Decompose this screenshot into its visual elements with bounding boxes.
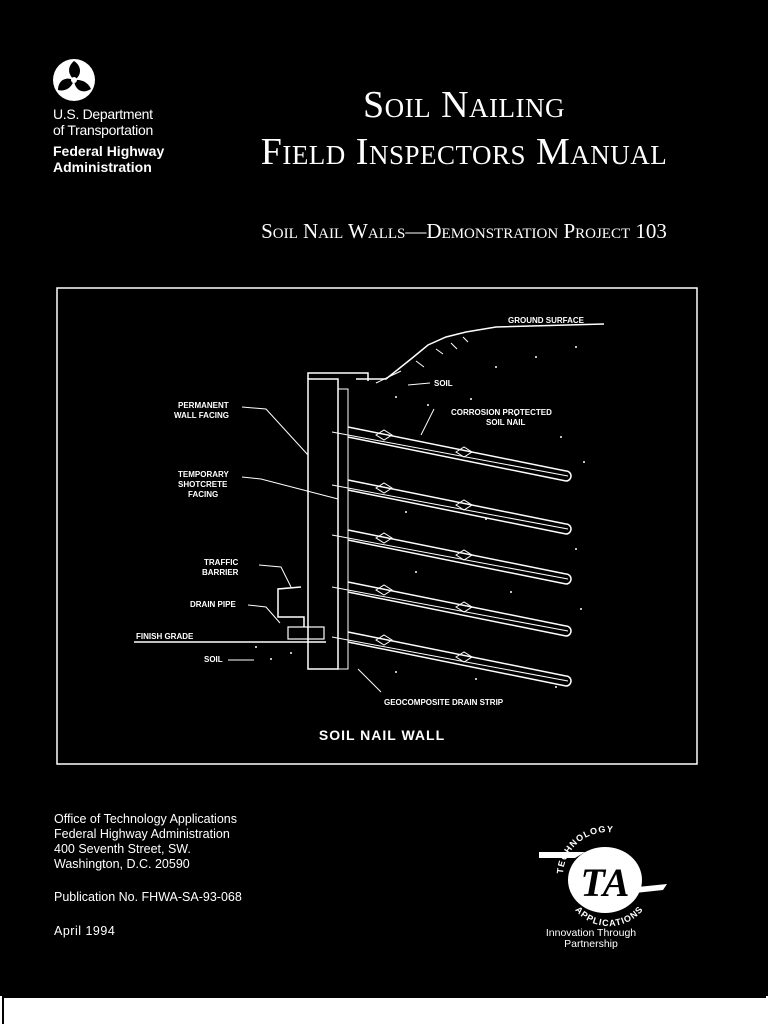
address-line: Office of Technology Applications <box>54 812 237 826</box>
office-address: Office of Technology Applications Federa… <box>54 812 237 872</box>
tagline-line: Partnership <box>564 938 618 950</box>
ground-surface-label: GROUND SURFACE <box>508 316 585 325</box>
agency-name: U.S. Department of Transportation Federa… <box>53 106 164 175</box>
figure-border <box>56 287 698 765</box>
leader-lines <box>228 382 435 693</box>
next-page-edge <box>2 996 766 1024</box>
traffic-barrier-label: BARRIER <box>202 568 239 577</box>
soil-nail <box>331 529 572 585</box>
soil-nail <box>331 581 572 637</box>
agency-line: Administration <box>53 159 152 175</box>
manual-subtitle: Soil Nail Walls—Demonstration Project 10… <box>261 219 667 243</box>
ground-texture <box>375 336 469 384</box>
publication-date: April 1994 <box>54 924 116 938</box>
permanent-facing-label: WALL FACING <box>174 411 229 420</box>
manual-title: Soil Nailing Field Inspectors Manual <box>200 82 728 176</box>
temporary-facing-label: TEMPORARY <box>178 470 229 479</box>
soil-nail <box>331 426 572 482</box>
title-line: Field Inspectors Manual <box>260 131 668 173</box>
geocomposite-label: GEOCOMPOSITE DRAIN STRIP <box>384 698 504 707</box>
agency-line: of Transportation <box>53 122 153 138</box>
dot-triskelion-icon <box>53 59 95 101</box>
figure-caption: SOIL NAIL WALL <box>319 727 445 743</box>
figure-labels: GROUND SURFACE SOIL CORROSION PROTECTED … <box>136 316 585 707</box>
soil-nails <box>331 426 572 687</box>
permanent-facing-label: PERMANENT <box>178 401 229 410</box>
tagline-line: Innovation Through <box>545 927 637 939</box>
publication-number: Publication No. FHWA-SA-93-068 <box>54 890 242 904</box>
drain-pipe-label: DRAIN PIPE <box>190 600 236 609</box>
seal-disc <box>568 847 642 913</box>
soil-nail <box>331 479 572 535</box>
seal-swoosh <box>625 884 667 894</box>
soil-stipple <box>255 346 585 688</box>
agency-line: U.S. Department <box>53 106 153 122</box>
soil-nail-wall-diagram: GROUND SURFACE SOIL CORROSION PROTECTED … <box>56 287 698 765</box>
soil-bottom-label: SOIL <box>204 655 223 664</box>
temporary-facing-label: FACING <box>188 490 218 499</box>
traffic-barrier <box>277 586 305 627</box>
finish-grade-label: FINISH GRADE <box>136 632 194 641</box>
drain-pipe <box>287 626 325 640</box>
address-line: Federal Highway Administration <box>54 827 230 841</box>
permanent-facing <box>307 378 339 670</box>
temporary-facing-label: SHOTCRETE <box>178 480 228 489</box>
shotcrete-facing <box>337 388 349 670</box>
seal-letters: TA <box>581 860 630 905</box>
agency-line: Federal Highway <box>53 143 165 159</box>
soil-top-label: SOIL <box>434 379 453 388</box>
title-line: Soil Nailing <box>362 84 566 126</box>
soil-nail <box>331 631 572 687</box>
corrosion-label: CORROSION PROTECTED <box>451 408 552 417</box>
seal-tagline: Innovation Through Partnership <box>520 928 662 950</box>
wall-cap <box>307 372 369 381</box>
address-line: Washington, D.C. 20590 <box>54 857 190 871</box>
address-line: 400 Seventh Street, SW. <box>54 842 191 856</box>
seal-swoosh <box>539 852 585 858</box>
technology-applications-logo: TA TECHNOLOGY APPLICATIONS <box>539 824 667 928</box>
ground-surface-line <box>356 323 605 380</box>
corrosion-label: SOIL NAIL <box>486 418 526 427</box>
traffic-barrier-label: TRAFFIC <box>204 558 238 567</box>
cover-page: U.S. Department of Transportation Federa… <box>0 0 768 996</box>
